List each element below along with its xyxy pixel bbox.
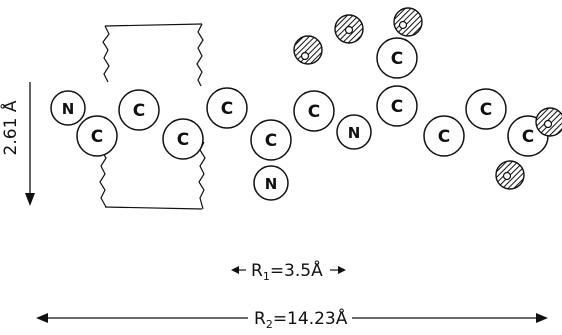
- atom-circle: [465, 88, 507, 130]
- atom-circle: [336, 114, 372, 150]
- atom-c: C: [423, 115, 465, 157]
- hatched-atom: [535, 107, 562, 137]
- atom-c: C: [376, 37, 418, 79]
- atom-c: C: [465, 88, 507, 130]
- atom-circle: [250, 119, 292, 161]
- r1-right-arrowhead: [338, 266, 346, 274]
- atom-label: N: [62, 100, 75, 118]
- atom-c: C: [376, 85, 418, 127]
- atom-n: N: [50, 90, 86, 126]
- atom-circle: [253, 165, 289, 201]
- r1-label: R1=3.5Å: [251, 259, 323, 283]
- atom-label: C: [177, 130, 189, 150]
- atom-n: N: [336, 114, 372, 150]
- atom-label: C: [221, 99, 233, 119]
- atom-c: C: [118, 89, 160, 131]
- r2-right-arrowhead: [536, 313, 548, 323]
- atom-circle: [376, 37, 418, 79]
- atom-label: C: [265, 131, 277, 151]
- atom-c: C: [162, 118, 204, 160]
- atom-circle: [376, 85, 418, 127]
- atom-label: N: [348, 124, 361, 142]
- cutaway-box-right-edge: [196, 23, 206, 210]
- atom-label: C: [438, 127, 450, 147]
- hatched-atom: [393, 7, 423, 37]
- cutaway-box-top-edge: [104, 23, 203, 27]
- atom-circle: [423, 115, 465, 157]
- atom-n: N: [253, 165, 289, 201]
- hatched-atom: [293, 35, 323, 65]
- atom-label: C: [522, 127, 534, 147]
- atom-label: C: [391, 97, 403, 117]
- hatched-atom: [495, 160, 525, 190]
- height-dimension: 2.61 Å: [0, 82, 35, 206]
- height-label: 2.61 Å: [0, 100, 21, 155]
- r1-dimension: R1=3.5Å: [231, 259, 346, 283]
- atom-label: C: [91, 127, 103, 147]
- r2-dimension: R2=14.23Å: [36, 307, 548, 331]
- r2-label: R2=14.23Å: [254, 307, 348, 331]
- atom-c: C: [250, 119, 292, 161]
- atom-c: C: [76, 115, 118, 157]
- atom-c: C: [293, 90, 335, 132]
- hatched-atom: [334, 14, 364, 44]
- atom-circle: [162, 118, 204, 160]
- atom-label: N: [265, 175, 278, 193]
- atom-label: C: [391, 49, 403, 69]
- hatched-atoms-layer: [293, 7, 562, 190]
- atom-circle: [76, 115, 118, 157]
- atom-circle: [206, 87, 248, 129]
- r1-left-arrowhead: [231, 266, 239, 274]
- r2-left-arrowhead: [36, 313, 48, 323]
- atom-c: C: [206, 87, 248, 129]
- height-dimension-arrowhead: [25, 193, 35, 206]
- atom-label: C: [133, 101, 145, 121]
- atom-label: C: [480, 100, 492, 120]
- atom-circle: [50, 90, 86, 126]
- cutaway-box-bottom-edge: [104, 206, 203, 210]
- atom-label: C: [308, 102, 320, 122]
- atom-circle: [293, 90, 335, 132]
- atom-circle: [118, 89, 160, 131]
